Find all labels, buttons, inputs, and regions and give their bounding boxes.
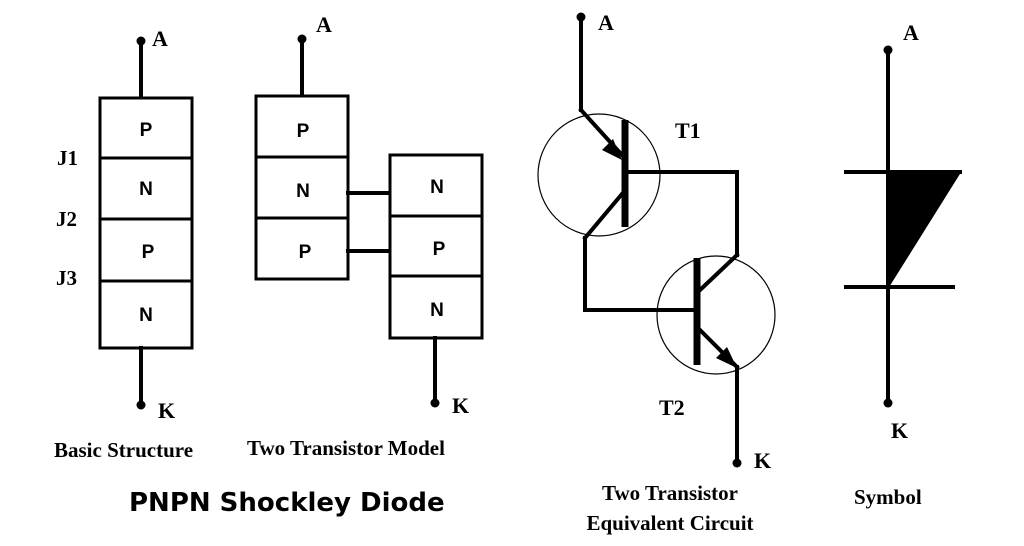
main-title: PNPN Shockley Diode: [129, 488, 445, 518]
basic-structure: A P N P N J1 J2 J3 K Basic Structure: [54, 26, 194, 462]
basic-anode-label: A: [152, 26, 168, 51]
t1-emitter-arrow: [602, 139, 622, 160]
t2-transistor-circle: [656, 255, 776, 375]
symbol-cathode-terminal: [883, 398, 893, 408]
equivalent-circuit: A T1 K T2 Two Transistor Equivalent Circ…: [537, 10, 776, 535]
model-left-layer-n: N: [296, 181, 310, 202]
basic-stack-outline: [98, 96, 194, 350]
t2-emitter-arrow: [716, 347, 737, 368]
symbol-triangle: [887, 171, 962, 291]
model-right-layer-p: P: [433, 239, 446, 260]
equivalent-circuit-caption-line2: Equivalent Circuit: [586, 511, 753, 535]
model-cathode-label: K: [452, 393, 469, 418]
circuit-anode-label: A: [598, 10, 614, 35]
junction-j2-label: J2: [56, 207, 77, 231]
t1-collector: [582, 191, 625, 241]
basic-structure-caption: Basic Structure: [54, 438, 193, 462]
t2-collector: [697, 252, 740, 293]
basic-cathode-label: K: [158, 398, 175, 423]
basic-cathode-terminal: [136, 400, 146, 410]
basic-layer-n1: N: [139, 179, 153, 200]
model-left-layer-p: P: [297, 121, 310, 142]
model-left-stack: [254, 94, 350, 281]
basic-layer-p2: P: [142, 242, 155, 263]
symbol-caption: Symbol: [854, 485, 922, 509]
model-right-layer-n: N: [430, 177, 444, 198]
shockley-diode-symbol: A K Symbol: [844, 20, 962, 509]
basic-layer-n2: N: [139, 305, 153, 326]
t2-label: T2: [659, 395, 685, 420]
equivalent-circuit-caption-line1: Two Transistor: [602, 481, 738, 505]
model-anode-label: A: [316, 12, 332, 37]
symbol-cathode-label: K: [891, 418, 908, 443]
circuit-cathode-label: K: [754, 448, 771, 473]
model-left-layer-p2: P: [299, 242, 312, 263]
two-transistor-model: A P N P N P N K Two Transistor Model: [247, 12, 484, 460]
symbol-anode-label: A: [903, 20, 919, 45]
circuit-cathode-terminal: [732, 458, 742, 468]
junction-j1-label: J1: [57, 146, 78, 170]
model-anode-terminal: [297, 34, 307, 44]
model-right-layer-n2: N: [430, 300, 444, 321]
junction-j3-label: J3: [56, 266, 77, 290]
circuit-anode-terminal: [576, 12, 586, 22]
t1-label: T1: [675, 118, 701, 143]
basic-anode-terminal: [136, 36, 146, 46]
model-cathode-terminal: [430, 398, 440, 408]
basic-layer-p1: P: [140, 120, 153, 141]
t1-transistor-circle: [537, 113, 661, 237]
two-transistor-model-caption: Two Transistor Model: [247, 436, 445, 460]
